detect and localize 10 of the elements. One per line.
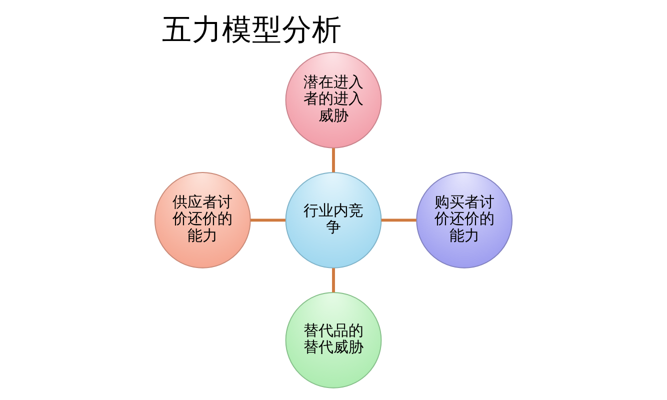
connector: [381, 218, 416, 222]
node-circle: 购买者讨价还价的能力: [416, 172, 513, 268]
node-circle: 行业内竞争: [285, 172, 382, 268]
connector: [332, 268, 335, 292]
diagram-title: 五力模型分析: [162, 12, 342, 47]
connector: [332, 148, 335, 172]
node-circle: 替代品的替代威胁: [285, 292, 382, 388]
node-circle: 供应者讨价还价的能力: [154, 172, 251, 268]
node-circle: 潜在进入者的进入威胁: [285, 52, 382, 148]
connector: [250, 218, 286, 222]
